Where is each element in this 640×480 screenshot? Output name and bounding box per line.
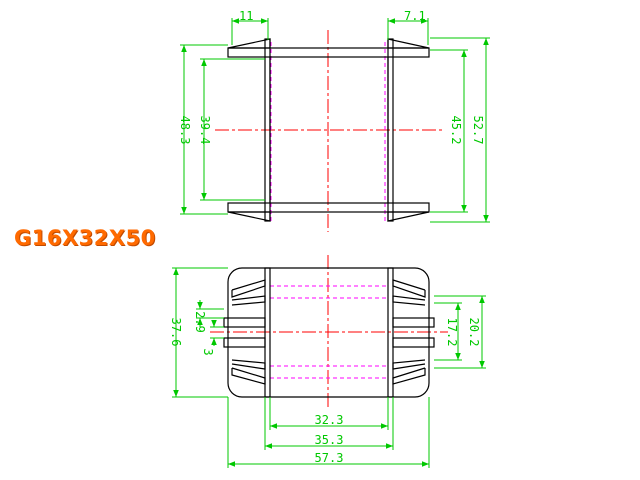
bottom-dimension-lines <box>172 267 486 468</box>
dim-bottom-1: 32.3 <box>315 413 344 427</box>
bottom-centerlines <box>210 255 448 408</box>
part-title: G16X32X50 <box>14 226 156 250</box>
dim-top-left-outer: 48.3 <box>178 116 192 145</box>
top-centerlines <box>215 30 445 232</box>
dim-bottom-left-small: 3 <box>201 348 215 355</box>
dim-top-right-outer: 52.7 <box>471 116 485 145</box>
dim-bottom-right-inner: 17.2 <box>445 318 459 347</box>
dim-top-left-inner: 39.4 <box>198 116 212 145</box>
top-outline <box>227 38 430 222</box>
dim-top-right: 7.1 <box>404 9 426 23</box>
dim-top-right-inner: 45.2 <box>449 116 463 145</box>
bottom-view: 37.6 2.9 3 17.2 20.2 32.3 35.3 57.3 <box>169 255 486 468</box>
dim-bottom-left-outer: 37.6 <box>169 318 183 347</box>
bottom-outline <box>223 267 435 398</box>
dim-bottom-3: 57.3 <box>315 451 344 465</box>
top-view: 11 7.1 48.3 39.4 45.2 52.7 <box>178 9 490 232</box>
top-dimension-lines <box>180 18 490 223</box>
dim-bottom-right-outer: 20.2 <box>467 318 481 347</box>
dim-bottom-left-slot: 2.9 <box>193 311 207 333</box>
dim-top-left: 11 <box>239 9 253 23</box>
top-hidden-lines <box>270 42 386 222</box>
dim-bottom-2: 35.3 <box>315 433 344 447</box>
bottom-hidden-lines <box>270 285 388 379</box>
